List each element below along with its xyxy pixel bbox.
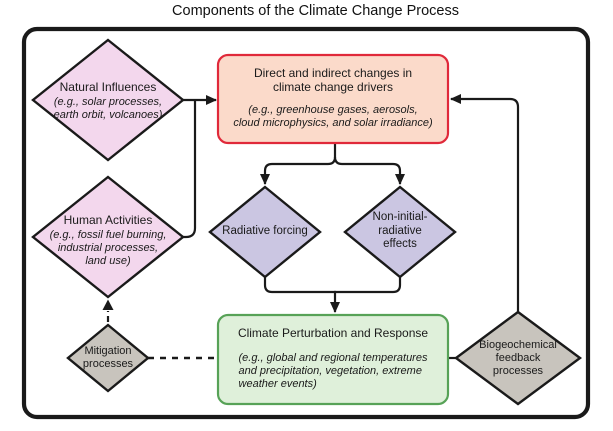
mitigation-text: Mitigation processes xyxy=(82,345,134,370)
radiative-forcing-text: Radiative forcing xyxy=(222,225,308,237)
response-detail: (e.g., global and regional temperatures … xyxy=(238,352,428,391)
arrowhead-mitigation-up xyxy=(102,299,114,310)
connector-noninitial-down xyxy=(334,277,402,294)
biogeochemical-text: Biogeochemical feedback processes xyxy=(479,339,557,377)
natural-influences-diamond xyxy=(31,38,185,162)
connector-human-to-drivers xyxy=(183,101,197,239)
arrow-drivers-to-noninitial xyxy=(333,156,405,185)
arrow-feedback-to-drivers xyxy=(450,94,520,312)
human-activities-diamond xyxy=(31,175,185,299)
natural-influences-detail: (e.g., solar processes, earth orbit, vol… xyxy=(53,96,163,122)
non-initial-radiative-text: Non-initial- radiative effects xyxy=(372,211,428,251)
non-initial-radiative-diamond xyxy=(343,185,457,279)
human-activities-heading: Human Activities xyxy=(63,213,153,227)
biogeochemical-label: Biogeochemical feedback processes xyxy=(458,339,578,378)
drivers-detail: (e.g., greenhouse gases, aerosols, cloud… xyxy=(233,104,433,130)
natural-influences-label: Natural Influences (e.g., solar processe… xyxy=(33,80,183,122)
connector-radiative-down xyxy=(263,277,336,294)
diagram-title: Components of the Climate Change Process xyxy=(172,3,459,19)
natural-influences-heading: Natural Influences xyxy=(59,80,157,94)
drivers-box xyxy=(216,53,450,145)
non-initial-radiative-label: Non-initial- radiative effects xyxy=(345,211,455,252)
human-activities-label: Human Activities (e.g., fossil fuel burn… xyxy=(33,213,183,268)
drivers-label: Direct and indirect changes in climate c… xyxy=(220,66,446,130)
diagram-border xyxy=(21,26,591,420)
response-box xyxy=(216,313,450,406)
radiative-forcing-diamond xyxy=(208,185,322,279)
radiative-forcing-label: Radiative forcing xyxy=(205,225,325,239)
drivers-heading: Direct and indirect changes in climate c… xyxy=(253,66,413,95)
response-heading: Climate Perturbation and Response xyxy=(237,326,429,340)
biogeochemical-diamond xyxy=(453,310,583,406)
response-label: Climate Perturbation and Response (e.g.,… xyxy=(220,326,446,391)
arrow-drivers-to-radiative xyxy=(260,156,337,185)
human-activities-detail: (e.g., fossil fuel burning, industrial p… xyxy=(49,229,167,268)
mitigation-label: Mitigation processes xyxy=(63,345,153,371)
mitigation-diamond xyxy=(66,323,150,393)
